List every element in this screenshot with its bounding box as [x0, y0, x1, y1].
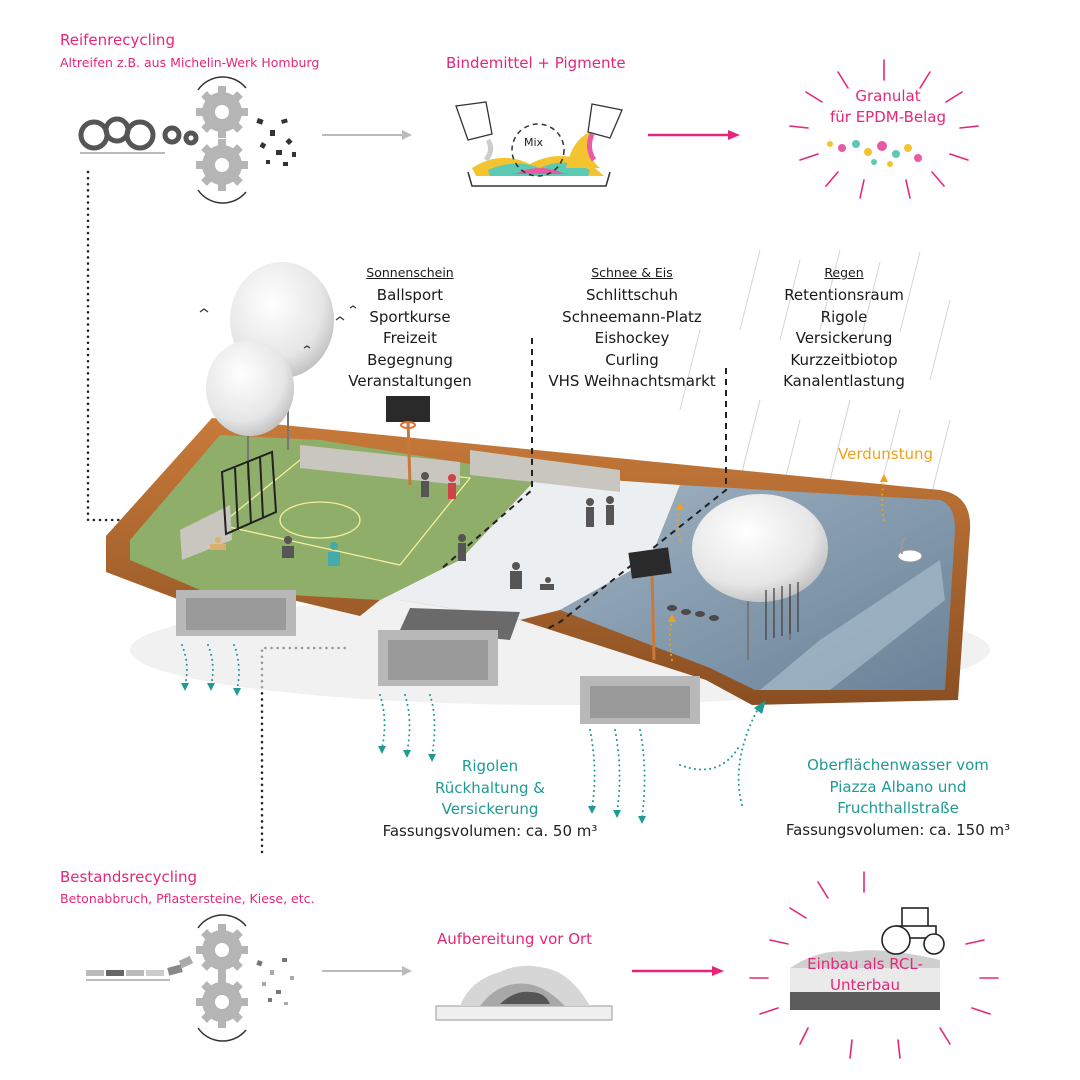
arrow-gray-2	[322, 966, 412, 976]
evaporation-arrowheads	[668, 474, 888, 622]
rcl-layers-icon	[790, 950, 940, 1010]
surface-water-line-3: Fruchthallstraße	[837, 799, 959, 817]
snow-item: Schneemann-Platz	[562, 307, 702, 326]
sunshine-item: Ballsport	[376, 286, 444, 304]
column-snow-ice-title: Schnee & Eis	[591, 265, 673, 280]
surface-water-line-2: Piazza Albano und	[829, 777, 967, 796]
tire-pile-icon	[78, 116, 199, 154]
snow-item: Curling	[605, 350, 659, 369]
column-sunshine-title: Sonnenschein	[366, 265, 454, 280]
rigolen-capacity: Fassungsvolumen: ca. 50 m³	[382, 821, 598, 840]
tree-right	[692, 494, 828, 660]
column-rain: Regen Retentionsraum Rigole Versickerung…	[764, 264, 924, 393]
mixing-tray-icon	[455, 101, 623, 187]
seepage-arrows	[181, 644, 761, 819]
rain-item: Kurzzeitbiotop	[790, 350, 898, 369]
seepage-arrowheads	[181, 683, 766, 824]
rigolen-caption: Rigolen Rückhaltung & Versickerung Fassu…	[380, 756, 600, 842]
binder-label: Bindemittel + Pigmente	[446, 54, 626, 72]
tire-recycling-subtitle: Altreifen z.B. aus Michelin-Werk Homburg	[60, 55, 320, 70]
arrow-pink-1	[648, 130, 740, 140]
rcl-burst-icon	[749, 871, 999, 1059]
snow-item: VHS Weihnachtsmarkt	[548, 372, 716, 390]
paving-stones-icon	[86, 955, 194, 981]
sign-post-icon	[628, 547, 672, 661]
rain-item: Versickerung	[795, 329, 893, 347]
sunshine-item: Veranstaltungen	[348, 372, 472, 390]
stock-recycling-title: Bestandsrecycling	[60, 868, 198, 886]
granulate-pieces-icon	[256, 117, 296, 166]
sunshine-item: Sportkurse	[369, 307, 451, 326]
rigolen-line-1: Rigolen	[461, 757, 519, 775]
surface-water-caption: Oberflächenwasser vom Piazza Albano und …	[778, 755, 1018, 841]
arrow-pink-2	[632, 966, 724, 976]
snow-item: Schlittschuh	[586, 286, 678, 304]
underground-box-1	[176, 590, 296, 636]
sunshine-item: Freizeit	[383, 329, 437, 347]
snow-item: Eishockey	[594, 329, 670, 347]
underground-box-3	[580, 676, 700, 724]
column-snow-ice: Schnee & Eis Schlittschuh Schneemann-Pla…	[532, 264, 732, 393]
rain-item: Kanalentlastung	[783, 372, 905, 390]
granulate-burst-icon	[789, 59, 979, 199]
gear-crusher-icon	[196, 76, 248, 204]
rcl-line-1: Einbau als RCL-	[807, 955, 923, 973]
surface-water-line-1: Oberflächenwasser vom	[807, 756, 989, 774]
swan-icon	[897, 537, 923, 563]
gear-crusher-2-icon	[196, 914, 248, 1042]
ducks-icon	[667, 605, 719, 621]
granulate-colored-pieces	[827, 140, 922, 167]
tree-left	[206, 262, 334, 480]
rain-item: Rigole	[820, 307, 868, 326]
sunshine-item: Begegnung	[367, 350, 453, 369]
rcl-line-2: Unterbau	[830, 976, 900, 994]
column-sunshine: Sonnenschein Ballsport Sportkurse Freize…	[330, 264, 490, 393]
soccer-goal-icon	[220, 450, 278, 536]
rubble-pieces-icon	[256, 958, 294, 1005]
dotted-connector-tire	[86, 170, 172, 522]
processing-label: Aufbereitung vor Ort	[437, 930, 593, 948]
water-channel	[760, 560, 945, 690]
birds-icon	[199, 305, 357, 349]
evaporation-arrows	[669, 479, 885, 661]
basketball-hoop-icon	[386, 396, 430, 486]
granulate-label: Granulat für EPDM-Belag	[808, 86, 968, 128]
ice-field	[380, 475, 680, 620]
people-figures	[210, 472, 614, 590]
rcl-label: Einbau als RCL- Unterbau	[790, 954, 940, 996]
underground-box-2	[378, 630, 498, 686]
arrow-gray-1	[322, 130, 412, 140]
tire-recycling-title: Reifenrecycling	[60, 31, 175, 49]
granulate-line-2: für EPDM-Belag	[829, 108, 946, 126]
rain-item: Retentionsraum	[784, 286, 904, 304]
evaporation-label: Verdunstung	[838, 445, 933, 463]
surface-water-capacity: Fassungsvolumen: ca. 150 m³	[785, 820, 1011, 839]
processing-pile-icon	[435, 965, 613, 1021]
stock-recycling-subtitle: Betonabbruch, Pflastersteine, Kiese, etc…	[60, 891, 315, 906]
road-roller-icon	[881, 907, 945, 955]
mix-label: Mix	[524, 136, 544, 149]
rigolen-line-3: Versickerung	[441, 800, 539, 818]
rigolen-line-2: Rückhaltung &	[435, 778, 545, 797]
zone-separator-lines	[439, 338, 727, 631]
column-rain-title: Regen	[824, 265, 864, 280]
granulate-line-1: Granulat	[855, 87, 921, 105]
